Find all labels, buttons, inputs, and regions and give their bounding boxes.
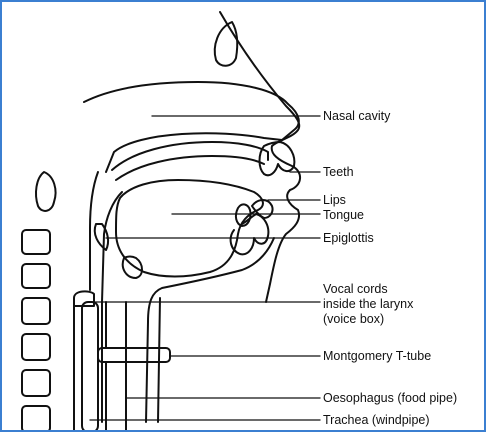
neck-inner-line bbox=[158, 298, 160, 422]
label-nasal-cavity: Nasal cavity bbox=[323, 109, 390, 124]
jaw-neck-line bbox=[146, 238, 274, 422]
vertebra-top bbox=[36, 172, 56, 211]
label-vocal-cords-line: (voice box) bbox=[323, 312, 413, 327]
label-vocal-cords-line: Vocal cords bbox=[323, 282, 413, 297]
label-oesophagus: Oesophagus (food pipe) bbox=[323, 391, 457, 406]
vertebra bbox=[22, 264, 50, 288]
vertebra bbox=[22, 334, 50, 360]
nasal-cavity-outline bbox=[84, 82, 299, 172]
label-t-tube: Montgomery T-tube bbox=[323, 349, 431, 364]
epiglottis-shape bbox=[95, 224, 108, 250]
t-tube-vertical bbox=[82, 302, 98, 432]
label-lips: Lips bbox=[323, 193, 346, 208]
label-teeth: Teeth bbox=[323, 165, 354, 180]
label-tongue: Tongue bbox=[323, 208, 364, 223]
label-vocal-cords: Vocal cords inside the larynx (voice box… bbox=[323, 282, 413, 327]
oral-cavity-outline bbox=[116, 180, 263, 277]
vertebra bbox=[22, 230, 50, 254]
vertebra bbox=[22, 370, 50, 396]
label-vocal-cords-line: inside the larynx bbox=[323, 297, 413, 312]
vertebra bbox=[22, 298, 50, 324]
vertebra bbox=[22, 406, 50, 432]
palate-lower bbox=[116, 156, 264, 180]
nasal-cartilage bbox=[215, 22, 237, 66]
label-epiglottis: Epiglottis bbox=[323, 231, 374, 246]
label-trachea: Trachea (windpipe) bbox=[323, 413, 430, 428]
